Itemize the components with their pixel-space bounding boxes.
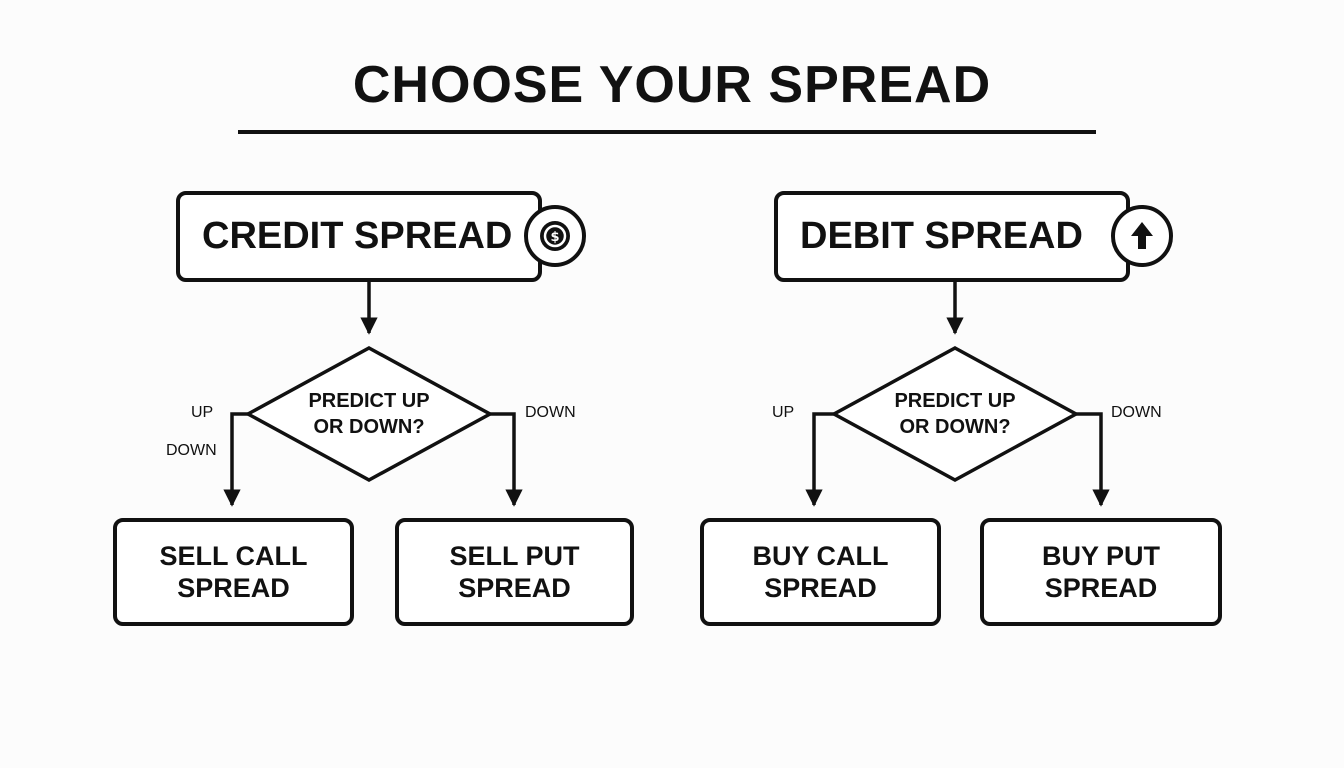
credit-spread-box: CREDIT SPREAD — [176, 191, 542, 282]
debit-spread-label: DEBIT SPREAD — [800, 215, 1083, 257]
debit-spread-box: DEBIT SPREAD — [774, 191, 1130, 282]
credit-up-label: UP — [191, 404, 214, 421]
credit-down-right-label: DOWN — [525, 404, 576, 421]
buy-put-spread-box: BUY PUT SPREAD — [980, 518, 1222, 626]
title-divider — [238, 130, 1096, 134]
credit-left-branch-arrow — [223, 412, 248, 507]
debit-decision-diamond — [830, 346, 1080, 482]
debit-decision-text: PREDICT UP OR DOWN? — [894, 390, 1016, 438]
credit-decision-text: PREDICT UP OR DOWN? — [308, 390, 430, 438]
sell-put-spread-box: SELL PUT SPREAD — [395, 518, 634, 626]
arrow-up-icon — [1111, 205, 1173, 267]
svg-text:$: $ — [550, 230, 559, 245]
debit-down-right-label: DOWN — [1111, 404, 1162, 421]
debit-left-branch-arrow — [805, 412, 834, 507]
sell-call-spread-box: SELL CALL SPREAD — [113, 518, 354, 626]
credit-decision-diamond — [244, 346, 494, 482]
dollar-coin-icon: $ — [524, 205, 586, 267]
page-title: CHOOSE YOUR SPREAD — [352, 56, 992, 114]
debit-up-label: UP — [772, 404, 795, 421]
debit-right-branch-arrow — [1076, 412, 1110, 507]
buy-call-spread-box: BUY CALL SPREAD — [700, 518, 941, 626]
credit-down-left-label: DOWN — [166, 442, 217, 459]
credit-spread-label: CREDIT SPREAD — [202, 215, 513, 257]
credit-right-branch-arrow — [490, 412, 523, 507]
